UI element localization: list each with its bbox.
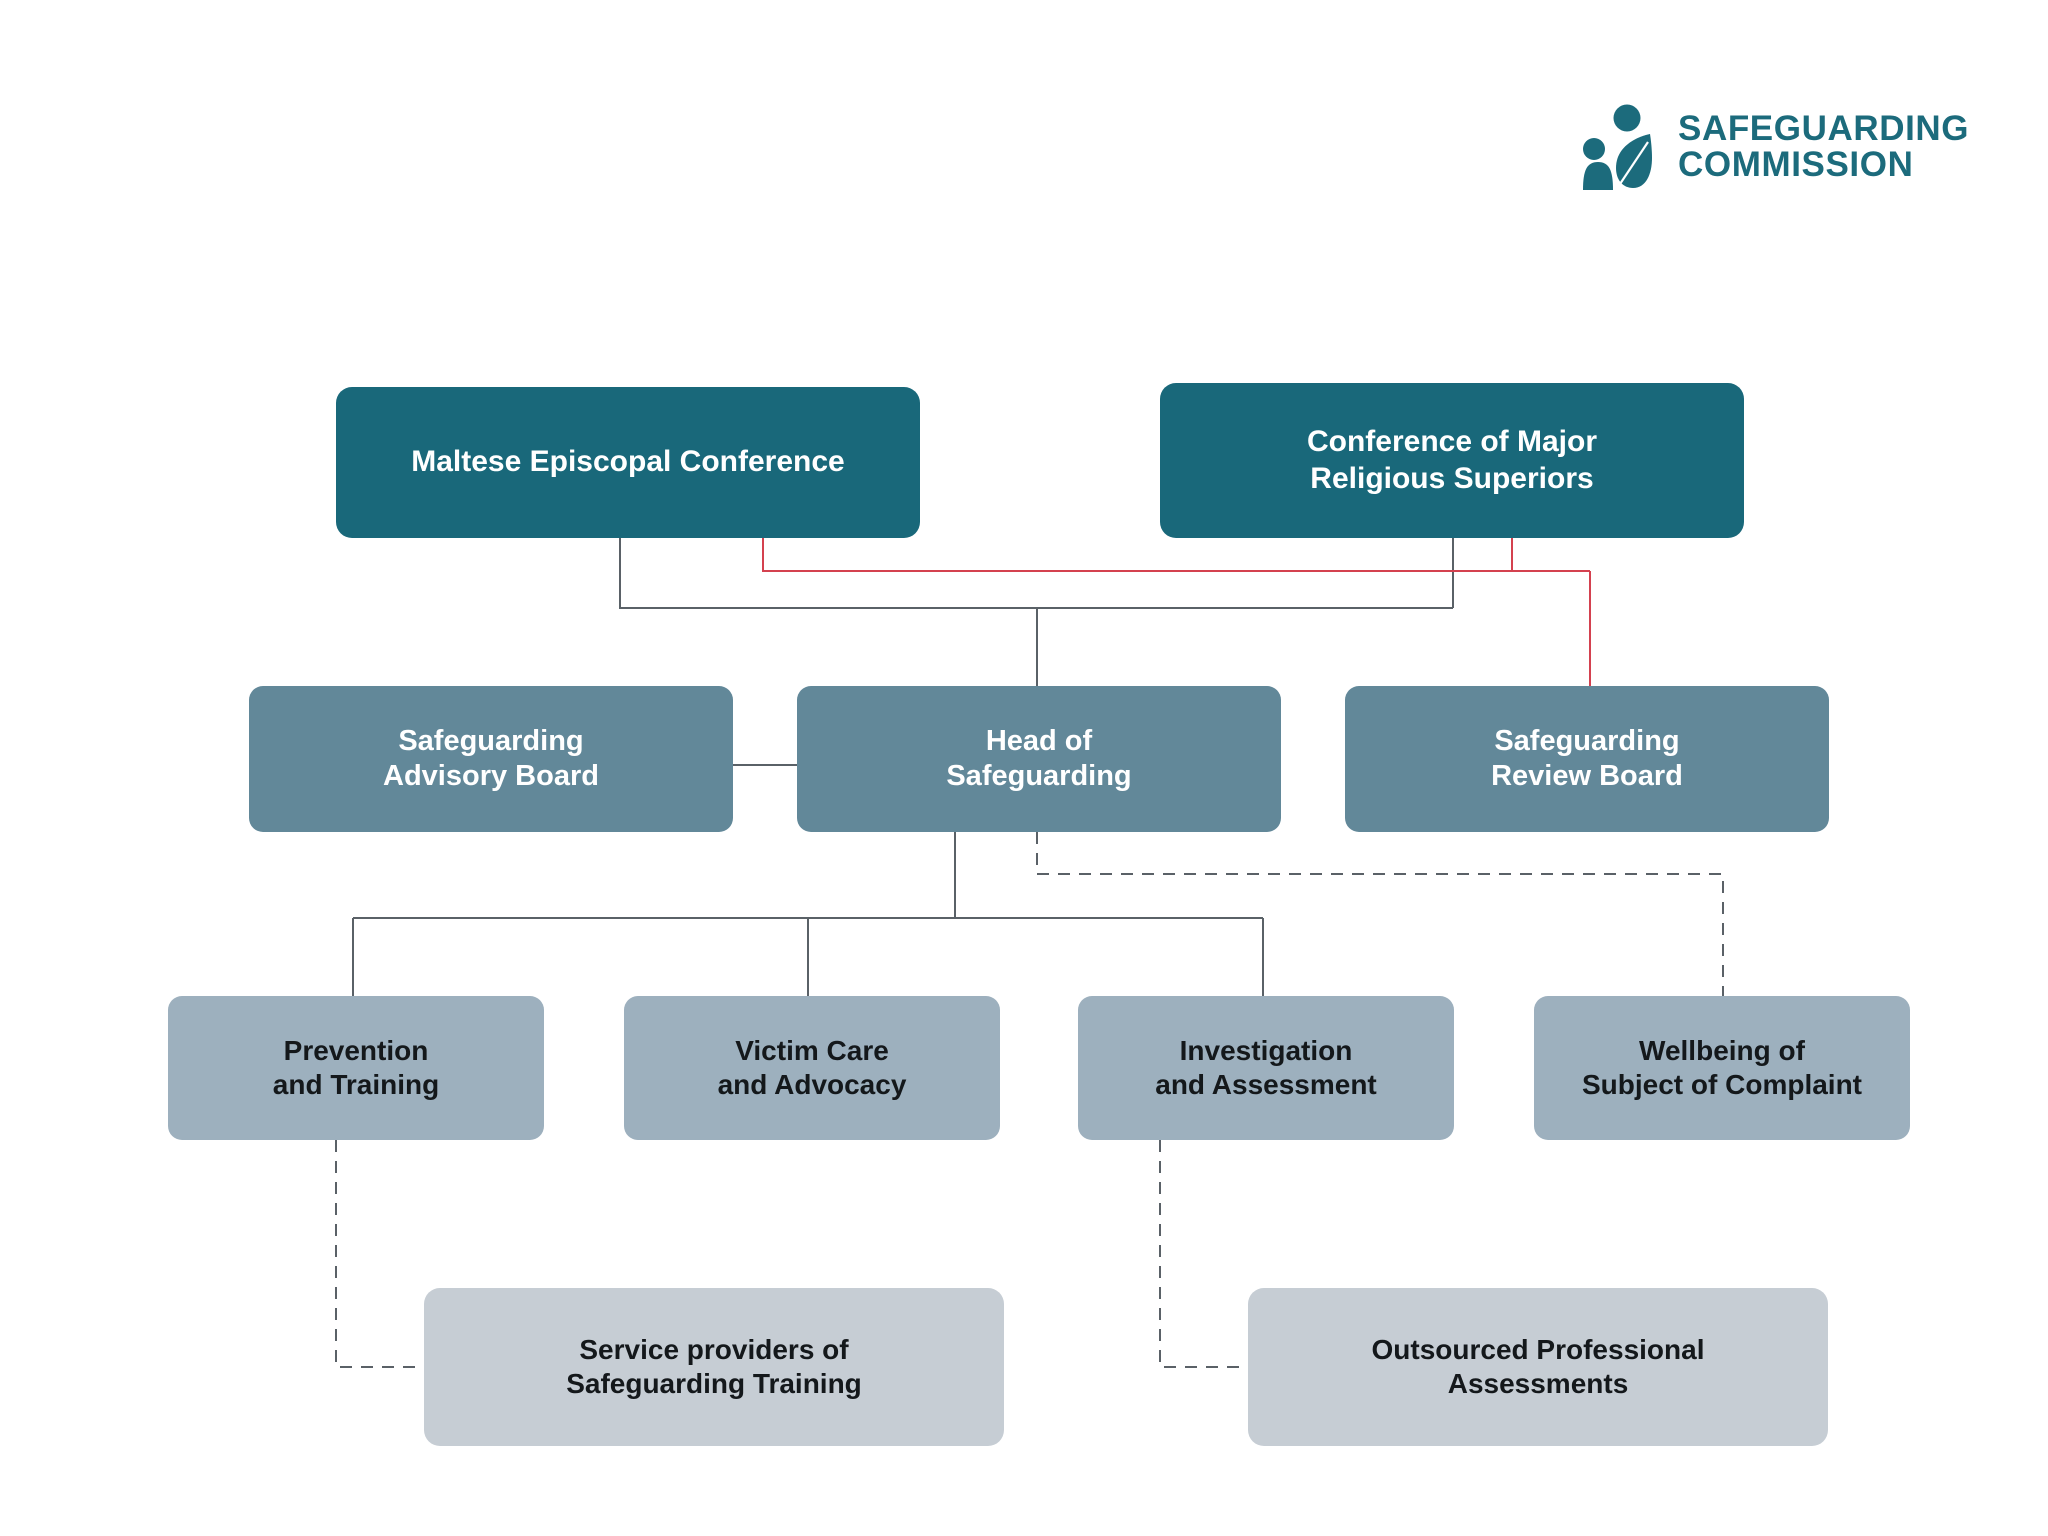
edge-investigation-to-outsourced <box>1158 1140 1248 1369</box>
node-victim-care-and-advocacy[interactable]: Victim Care and Advocacy <box>624 996 1000 1140</box>
node-safeguarding-advisory-board[interactable]: Safeguarding Advisory Board <box>249 686 733 832</box>
node-service-providers-of-safeguarding-training[interactable]: Service providers of Safeguarding Traini… <box>424 1288 1004 1446</box>
node-head-of-safeguarding[interactable]: Head of Safeguarding <box>797 686 1281 832</box>
node-maltese-episcopal-conference[interactable]: Maltese Episcopal Conference <box>336 387 920 538</box>
node-prevention-and-training[interactable]: Prevention and Training <box>168 996 544 1140</box>
logo-line-2: COMMISSION <box>1678 145 1914 184</box>
logo-wordmark: SAFEGUARDING COMMISSION <box>1678 108 1970 184</box>
node-wellbeing-of-subject-of-complaint[interactable]: Wellbeing of Subject of Complaint <box>1534 996 1910 1140</box>
edge-prevention-to-providers <box>334 1140 424 1369</box>
edge-mec-to-head <box>618 538 1453 610</box>
node-conference-of-major-religious-superiors[interactable]: Conference of Major Religious Superiors <box>1160 383 1744 538</box>
node-outsourced-professional-assessments[interactable]: Outsourced Professional Assessments <box>1248 1288 1828 1446</box>
logo-line-1: SAFEGUARDING <box>1678 108 1970 148</box>
edge-head-to-wellbeing <box>1035 832 1725 996</box>
safeguarding-leaf-person-icon <box>1583 104 1652 190</box>
node-investigation-and-assessment[interactable]: Investigation and Assessment <box>1078 996 1454 1140</box>
node-safeguarding-review-board[interactable]: Safeguarding Review Board <box>1345 686 1829 832</box>
edge-mec-to-review-board <box>761 538 1590 573</box>
safeguarding-commission-logo: SAFEGUARDING COMMISSION <box>1578 104 1969 190</box>
